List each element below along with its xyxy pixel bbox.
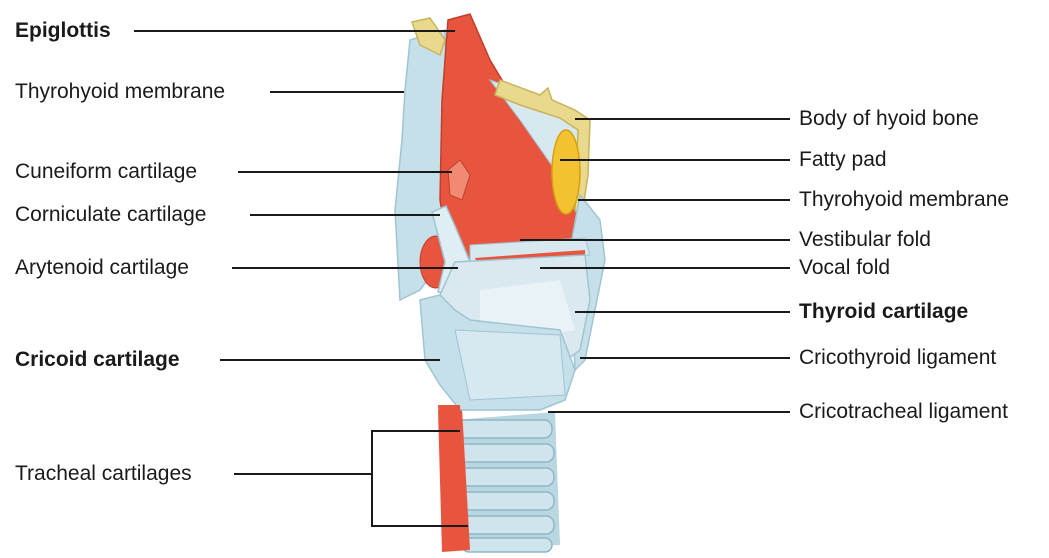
label-tracheal-cartilages: Tracheal cartilages	[15, 462, 192, 485]
label-arytenoid-cartilage: Arytenoid cartilage	[15, 256, 189, 279]
label-vestibular-fold: Vestibular fold	[799, 228, 931, 251]
epiglottis-shape	[411, 17, 446, 57]
fatty-pad-shape	[551, 129, 581, 215]
label-epiglottis: Epiglottis	[15, 19, 111, 42]
hyoid-bone-shape	[494, 79, 591, 217]
tracheal-rings	[438, 408, 560, 553]
label-cuneiform-cartilage: Cuneiform cartilage	[15, 160, 198, 183]
label-cricotracheal-ligament: Cricotracheal ligament	[799, 400, 1008, 423]
larynx-illustration	[394, 13, 606, 553]
label-thyroid-cartilage: Thyroid cartilage	[799, 300, 969, 323]
label-vocal-fold: Vocal fold	[799, 256, 891, 279]
leader-lines	[134, 30, 790, 527]
cuneiform-shape	[447, 159, 471, 201]
label-thyrohyoid-membrane-left: Thyrohyoid membrane	[15, 80, 226, 103]
label-body-of-hyoid-bone: Body of hyoid bone	[799, 107, 979, 130]
label-fatty-pad: Fatty pad	[799, 148, 887, 171]
label-cricothyroid-ligament: Cricothyroid ligament	[799, 346, 997, 369]
label-thyrohyoid-membrane-right: Thyrohyoid membrane	[799, 188, 1010, 211]
label-corniculate-cartilage: Corniculate cartilage	[15, 203, 207, 226]
label-cricoid-cartilage: Cricoid cartilage	[15, 348, 180, 371]
